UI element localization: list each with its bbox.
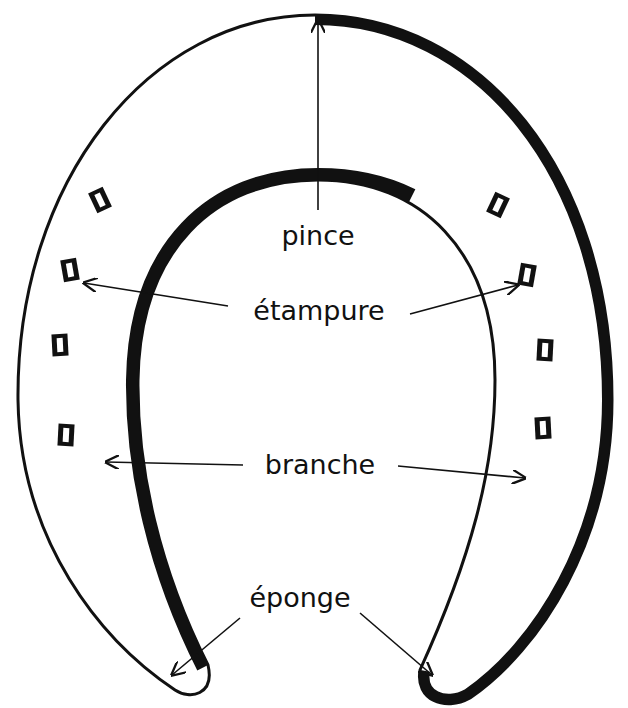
part-label: éponge xyxy=(246,582,353,613)
leader-lines xyxy=(84,20,525,675)
horseshoe-outline xyxy=(18,15,612,704)
part-label: pince xyxy=(278,220,357,251)
part-label: branche xyxy=(262,449,378,480)
nail-holes xyxy=(51,187,553,447)
horseshoe-shading xyxy=(138,15,612,704)
part-label: étampure xyxy=(250,295,387,326)
